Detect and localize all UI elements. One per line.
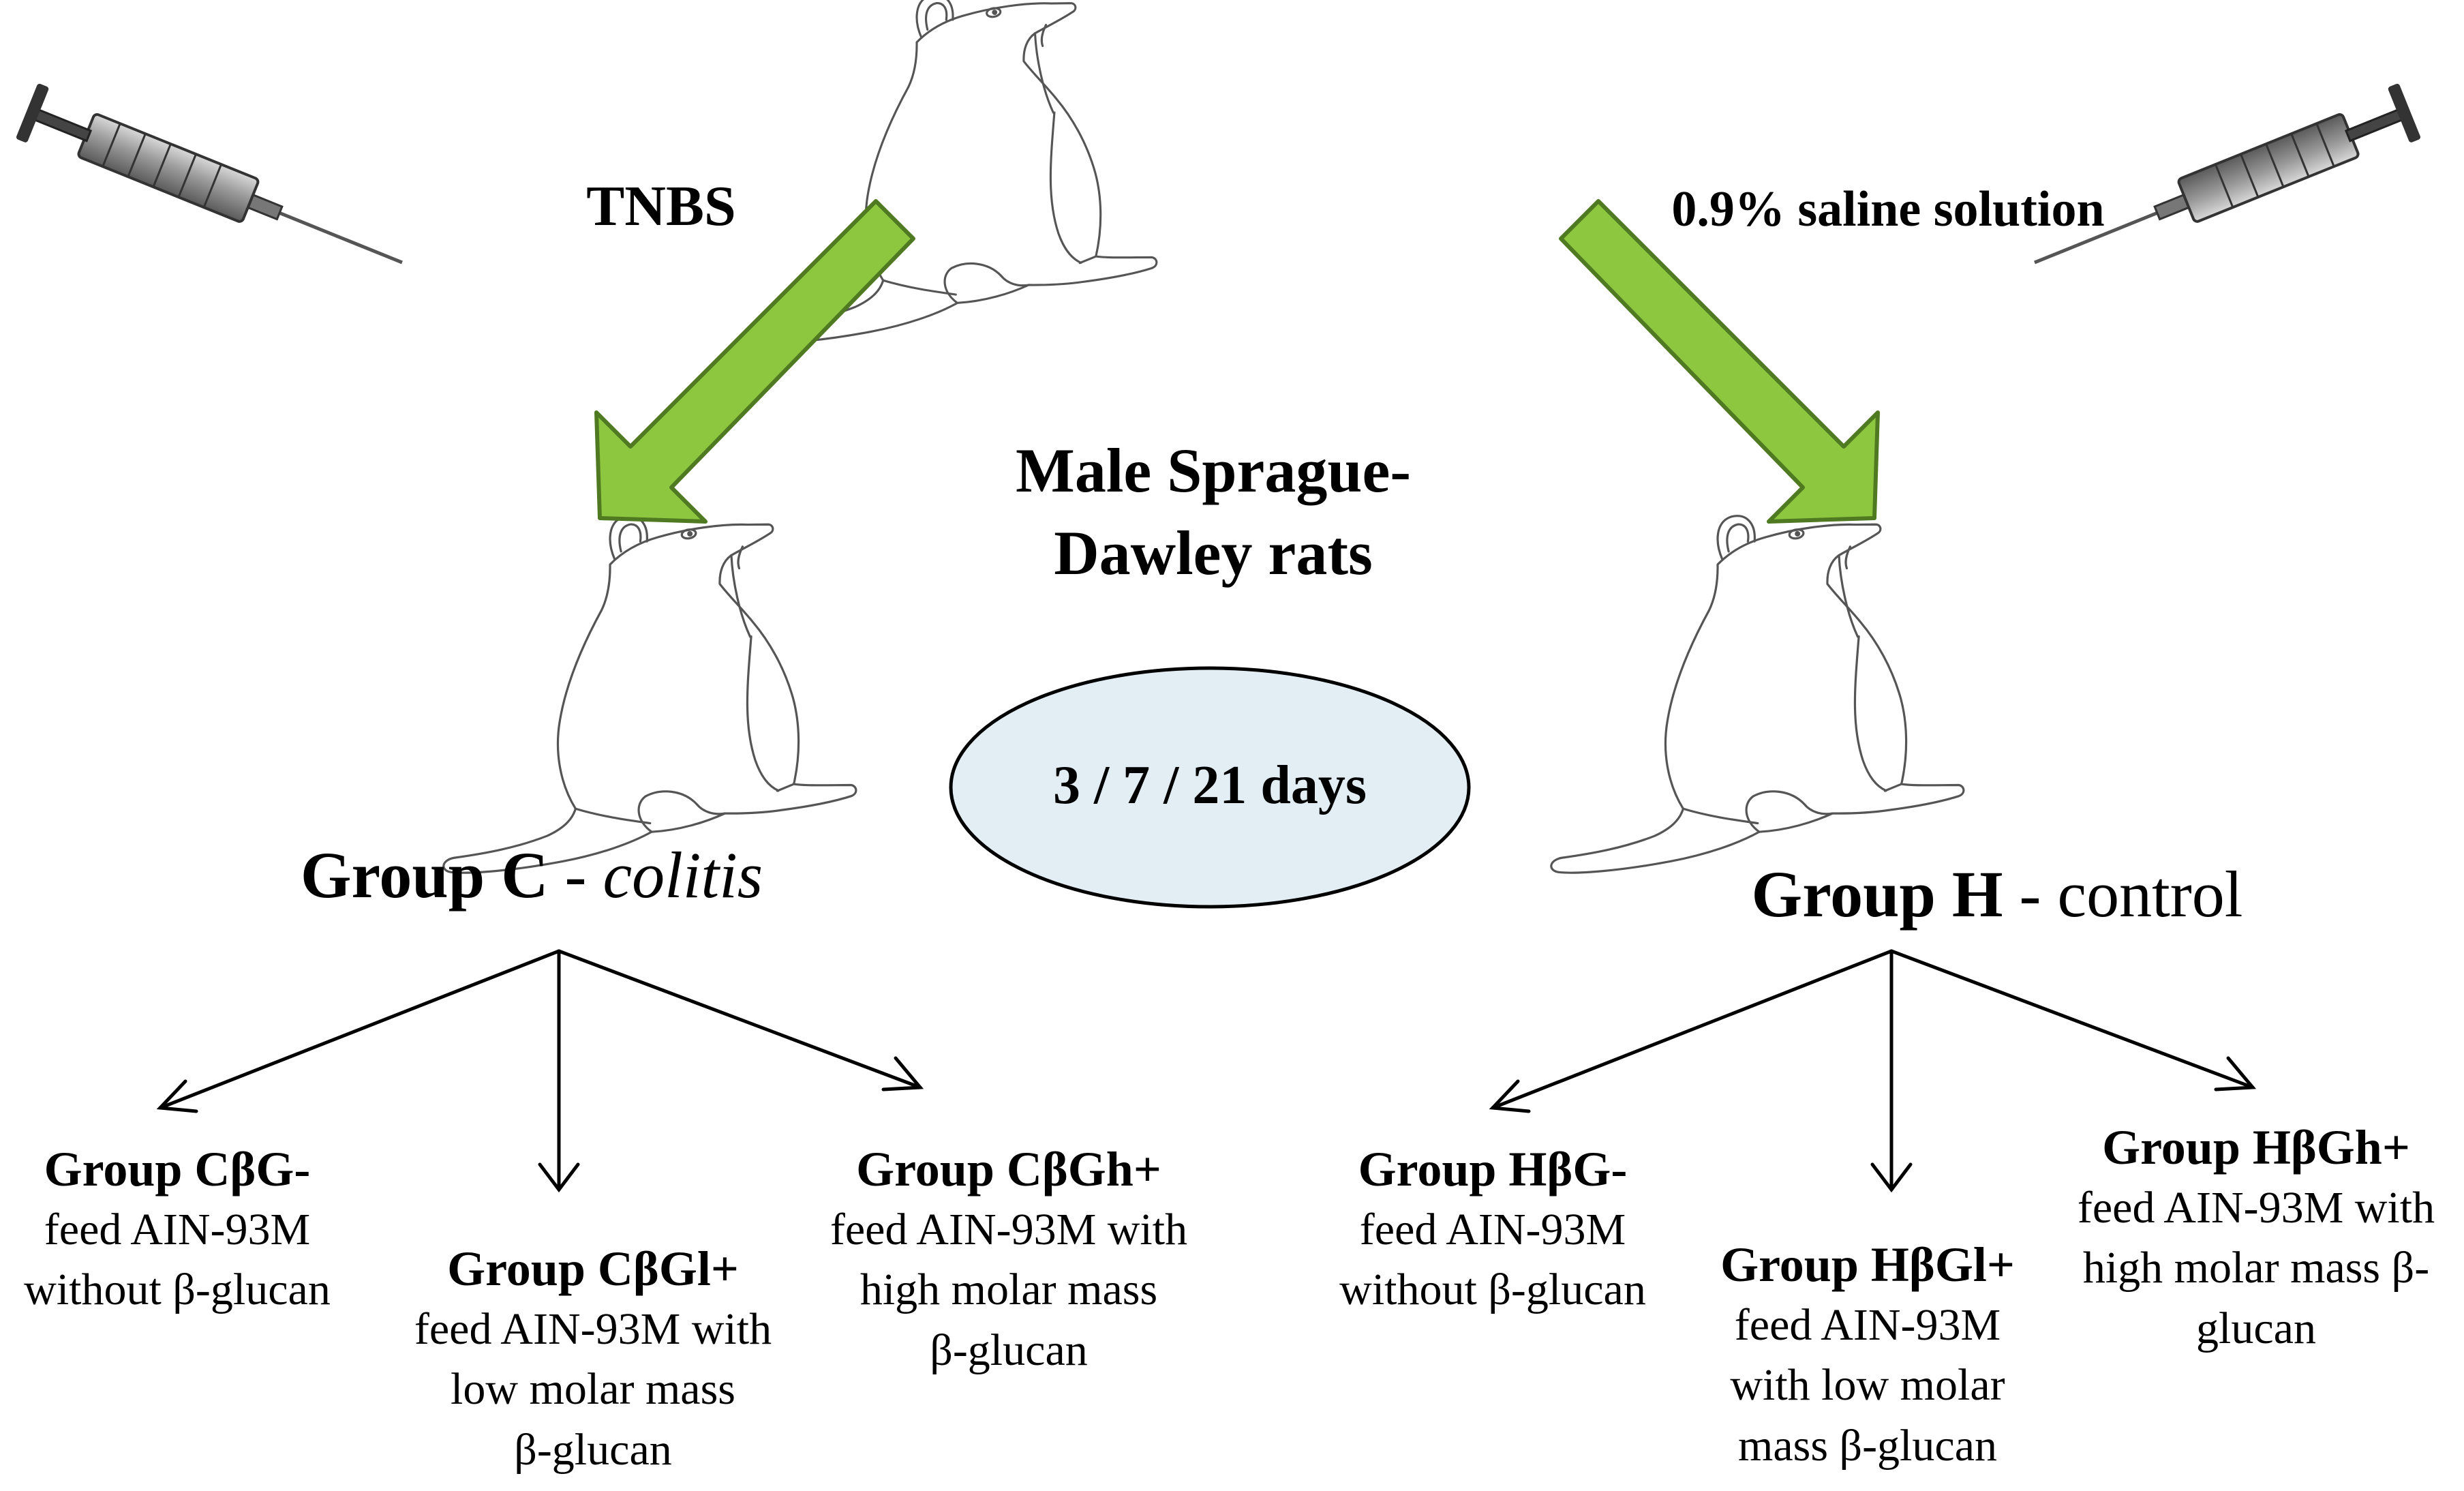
- saline-label: 0.9% saline solution: [1671, 181, 2105, 237]
- subgroup-desc-line: high molar mass β-: [2082, 1243, 2430, 1293]
- subgroup-desc-line: β-glucan: [930, 1325, 1088, 1375]
- subgroup-title: Group CβGl+: [447, 1241, 739, 1296]
- group-h-heading: Group H - control: [1656, 854, 2338, 934]
- subgroup-hbgl-plus: Group HβGl+ feed AIN-93M with low molar …: [1690, 1235, 2045, 1476]
- subgroup-title: Group CβG-: [44, 1142, 311, 1196]
- subgroup-hbgh-plus: Group HβGh+ feed AIN-93M with high molar…: [2055, 1118, 2457, 1359]
- colitis-rat-illustration: [388, 483, 861, 884]
- subgroup-desc-line: feed AIN-93M: [1359, 1204, 1626, 1254]
- left-syringe-icon: [16, 83, 414, 290]
- subgroup-cbg-minus: Group CβG- feed AIN-93M without β-glucan: [0, 1140, 354, 1321]
- group-h-name: Group H: [1751, 858, 2003, 931]
- subject-title-line2: Dawley rats: [1054, 518, 1373, 588]
- subgroup-desc-line: with low molar: [1730, 1360, 2005, 1411]
- subgroup-desc-line: glucan: [2196, 1303, 2316, 1353]
- group-c-heading: Group C - colitis: [191, 835, 872, 915]
- subgroup-desc-line: high molar mass: [860, 1265, 1158, 1315]
- subject-title-line1: Male Sprague-: [1015, 436, 1412, 505]
- arrow-to-group-h: [1559, 199, 1880, 524]
- arrow-to-group-c: [594, 199, 915, 524]
- subgroup-title: Group CβGh+: [856, 1142, 1161, 1196]
- subgroup-desc-line: feed AIN-93M: [44, 1204, 311, 1254]
- subgroup-desc-line: low molar mass: [451, 1364, 735, 1415]
- subgroup-desc-line: without β-glucan: [24, 1265, 331, 1315]
- duration-label: 3 / 7 / 21 days: [1052, 755, 1367, 815]
- subgroup-desc-line: mass β-glucan: [1738, 1420, 1997, 1471]
- subgroup-cbgh-plus: Group CβGh+ feed AIN-93M with high molar…: [797, 1140, 1220, 1381]
- subgroup-desc-line: without β-glucan: [1339, 1265, 1646, 1315]
- central-rat-illustration: [700, 0, 1161, 353]
- subject-title: Male Sprague- Dawley rats: [947, 430, 1479, 595]
- tnbs-label: TNBS: [586, 175, 736, 238]
- subgroup-desc-line: feed AIN-93M with: [2077, 1182, 2435, 1233]
- subgroup-title: Group HβGl+: [1720, 1237, 2015, 1292]
- group-h-separator: -: [2003, 858, 2058, 931]
- subgroup-desc-line: feed AIN-93M: [1734, 1299, 2001, 1350]
- subgroup-title: Group HβG-: [1358, 1142, 1628, 1196]
- group-c-descriptor: colitis: [603, 839, 763, 912]
- subgroup-desc-line: feed AIN-93M with: [830, 1204, 1188, 1254]
- subgroup-hbg-minus: Group HβG- feed AIN-93M without β-glucan: [1315, 1140, 1670, 1321]
- group-h-descriptor: control: [2057, 858, 2243, 931]
- group-c-separator: -: [548, 839, 603, 912]
- group-c-branches: [156, 949, 924, 1193]
- subgroup-title: Group HβGh+: [2102, 1120, 2410, 1175]
- subgroup-cbgl-plus: Group CβGl+ feed AIN-93M with low molar …: [382, 1239, 804, 1480]
- subgroup-desc-line: β-glucan: [514, 1424, 672, 1475]
- group-h-branches: [1489, 949, 2257, 1193]
- group-c-name: Group C: [300, 839, 549, 912]
- control-rat-illustration: [1495, 483, 1968, 884]
- subgroup-desc-line: feed AIN-93M with: [414, 1304, 772, 1354]
- duration-ellipse: [949, 666, 1471, 909]
